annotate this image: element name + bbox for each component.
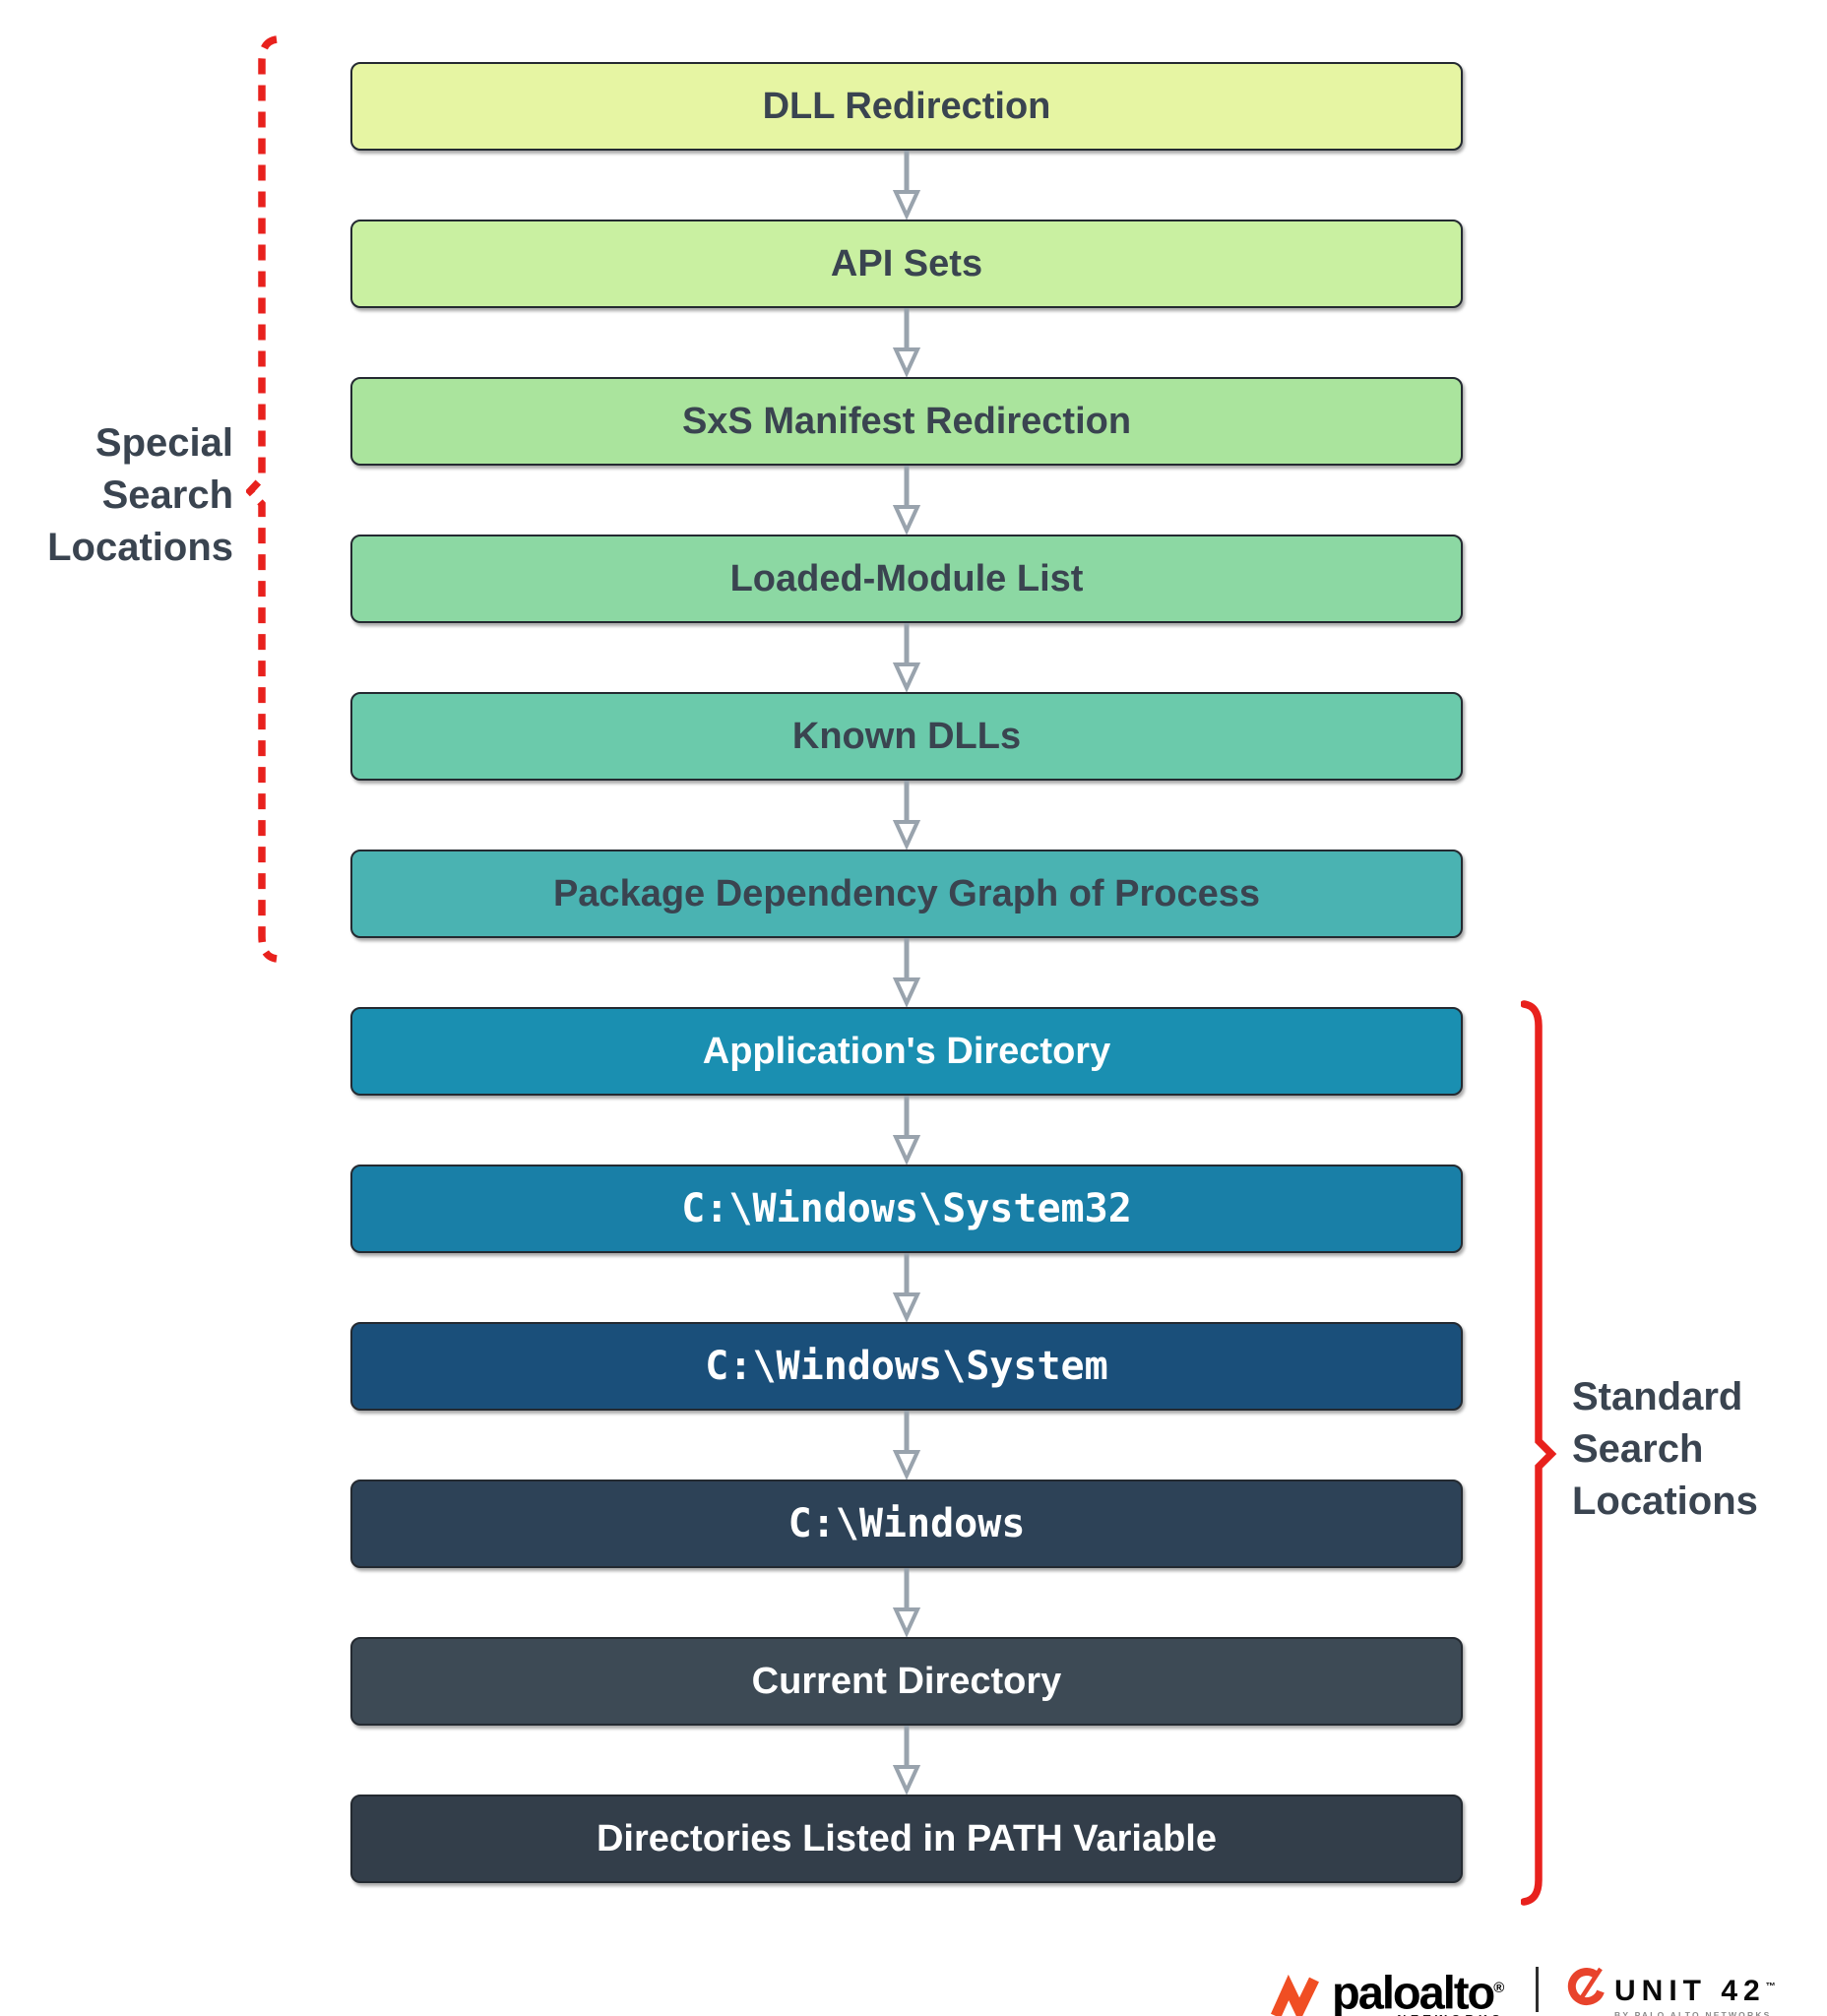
- flow-arrow-down-icon: [350, 466, 1463, 535]
- flow-arrow-down-icon: [350, 1411, 1463, 1480]
- flow-box-application-s-directory: Application's Directory: [350, 1007, 1463, 1096]
- flow-box-c-windows: C:\Windows: [350, 1480, 1463, 1568]
- unit42-wordmark: UNIT 42™ BY PALO ALTO NETWORKS: [1614, 1967, 1776, 2016]
- flow-arrow-down-icon: [350, 1726, 1463, 1795]
- label-line: Special: [94, 421, 233, 465]
- registered-mark: ®: [1493, 1980, 1505, 1996]
- standard-search-locations-label: Standard Search Locations: [1572, 1371, 1808, 1528]
- unit42-logo-icon: [1567, 1967, 1605, 2006]
- paloalto-wordmark: paloalto® NETWORKS: [1332, 1969, 1504, 2016]
- footer-logos: paloalto® NETWORKS UNIT 42™ BY PALO ALTO…: [1270, 1967, 1821, 2016]
- flow-arrow-down-icon: [350, 308, 1463, 377]
- unit42-logo: UNIT 42™ BY PALO ALTO NETWORKS: [1567, 1967, 1776, 2016]
- paloalto-logo-icon: [1270, 1975, 1319, 2016]
- logo-divider: [1536, 1967, 1539, 2012]
- label-line: Search: [101, 473, 233, 517]
- flow-box-known-dlls: Known DLLs: [350, 692, 1463, 781]
- unit42-brand-text: UNIT 42: [1614, 1975, 1766, 2007]
- special-search-locations-label: Special Search Locations: [7, 417, 233, 574]
- label-line: Locations: [1572, 1480, 1758, 1523]
- flow-box-c-windows-system: C:\Windows\System: [350, 1322, 1463, 1411]
- flow-box-loaded-module-list: Loaded-Module List: [350, 535, 1463, 623]
- paloalto-brand-text: paloalto: [1332, 1966, 1495, 2016]
- flow-arrow-down-icon: [350, 1568, 1463, 1637]
- networks-label: NETWORKS: [1332, 2013, 1504, 2016]
- flow-box-current-directory: Current Directory: [350, 1637, 1463, 1726]
- flow-arrow-down-icon: [350, 938, 1463, 1007]
- unit42-byline: BY PALO ALTO NETWORKS: [1614, 2010, 1772, 2016]
- label-line: Standard: [1572, 1375, 1743, 1418]
- label-line: Search: [1572, 1427, 1704, 1471]
- trademark-mark: ™: [1765, 1982, 1776, 1992]
- flow-box-c-windows-system32: C:\Windows\System32: [350, 1165, 1463, 1253]
- flow-arrow-down-icon: [350, 781, 1463, 850]
- flow-box-api-sets: API Sets: [350, 220, 1463, 308]
- special-group-brace-icon: [246, 35, 278, 963]
- paloalto-networks-logo: paloalto® NETWORKS: [1270, 1969, 1504, 2016]
- flow-box-package-dependency-graph-of-process: Package Dependency Graph of Process: [350, 850, 1463, 938]
- flow-arrow-down-icon: [350, 1096, 1463, 1165]
- standard-group-brace-icon: [1521, 1000, 1557, 1906]
- flow-arrow-down-icon: [350, 623, 1463, 692]
- flow-arrow-down-icon: [350, 151, 1463, 220]
- label-line: Locations: [47, 526, 233, 569]
- flow-box-directories-listed-in-path-variable: Directories Listed in PATH Variable: [350, 1795, 1463, 1883]
- flow-box-dll-redirection: DLL Redirection: [350, 62, 1463, 151]
- flow-box-sxs-manifest-redirection: SxS Manifest Redirection: [350, 377, 1463, 466]
- flow-arrow-down-icon: [350, 1253, 1463, 1322]
